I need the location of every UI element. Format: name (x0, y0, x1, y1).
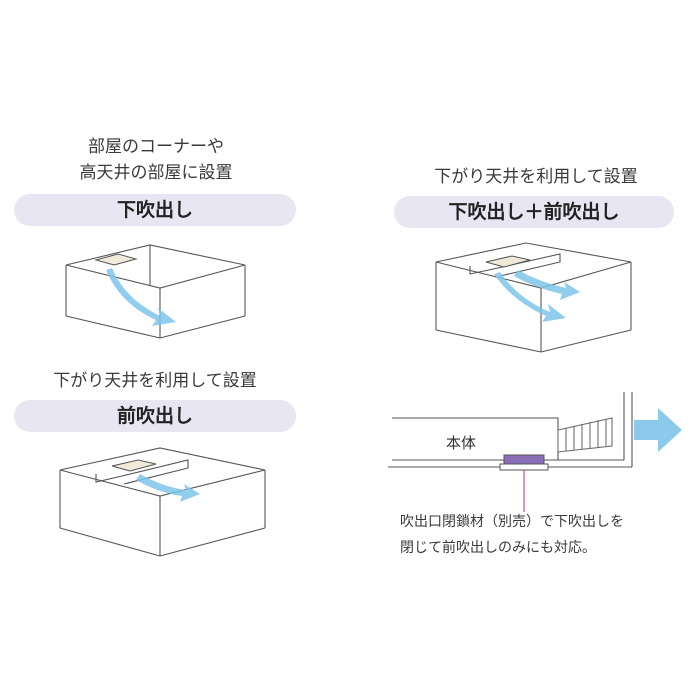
note-line-1: 吹出口閉鎖材（別売）で下吹出しを (400, 514, 624, 530)
caption-line-1: 部屋のコーナーや (88, 137, 224, 157)
mode-pill: 下吹出し (14, 194, 296, 226)
caption-line-1: 下がり天井を利用して設置 (53, 371, 257, 391)
mode-pill: 前吹出し (14, 400, 296, 432)
caption-line-2: 高天井の部屋に設置 (79, 163, 233, 183)
caption-line-1: 下がり天井を利用して設置 (434, 167, 638, 187)
note-line-2: 閉じて前吹出しのみにも対応。 (400, 540, 596, 556)
mode-pill: 下吹出し＋前吹出し (394, 196, 674, 228)
body-label: 本体 (446, 434, 477, 452)
